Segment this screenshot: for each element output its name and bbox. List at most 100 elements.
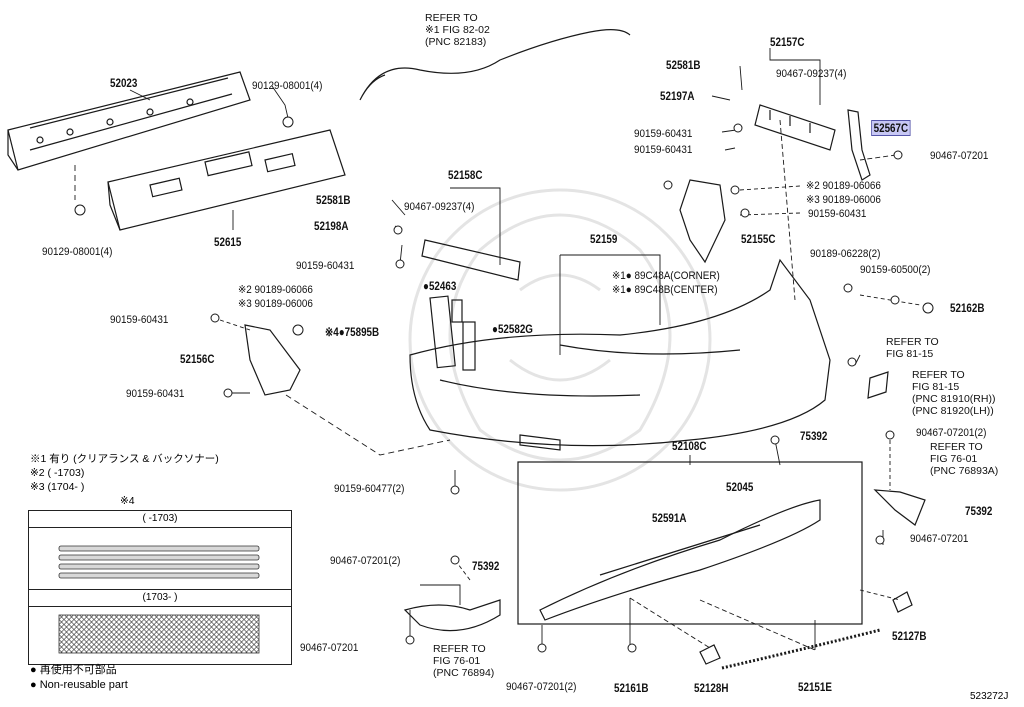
reinforcement-52023 bbox=[7, 71, 251, 171]
label-52045: 52045 bbox=[726, 480, 754, 494]
refer-81-15-b-line1: REFER TO bbox=[912, 369, 965, 381]
label-52567c-highlight: 52567C bbox=[871, 120, 911, 136]
refer-76-01-a-line3: (PNC 76893A) bbox=[930, 465, 999, 477]
legend-en: ● Non-reusable part bbox=[30, 679, 128, 691]
refer-wire-line3: (PNC 82183) bbox=[425, 36, 487, 48]
label-52127b: 52127B bbox=[892, 629, 927, 643]
refer-76-01-b-line1: REFER TO bbox=[433, 643, 486, 655]
label-52157c: 52157C bbox=[770, 35, 805, 49]
label-90189-06066-right: ※2 90189-06066 bbox=[806, 180, 881, 192]
label-52161b: 52161B bbox=[614, 681, 649, 695]
refer-81-15-b-line2: FIG 81-15 bbox=[912, 381, 960, 393]
label-90159-60431-d: 90159-60431 bbox=[808, 208, 867, 220]
label-90159-60431-e: 90159-60431 bbox=[110, 314, 169, 326]
box-52108c bbox=[517, 461, 863, 625]
cap-52128h bbox=[699, 644, 721, 665]
refer-wire-line1: REFER TO bbox=[425, 12, 478, 24]
label-52198a: 52198A bbox=[314, 219, 349, 233]
note-4: ※4 bbox=[120, 495, 135, 507]
refer-wire: REFER TO ※1 FIG 82-02 (PNC 82183) bbox=[425, 12, 490, 48]
refer-76-01-b-line3: (PNC 76894) bbox=[433, 667, 495, 679]
label-52591a: 52591A bbox=[652, 511, 687, 525]
cap-52127b bbox=[892, 591, 913, 613]
label-90189-06066-left: ※2 90189-06066 bbox=[238, 284, 313, 296]
label-52463: ●52463 bbox=[423, 279, 457, 293]
label-52023: 52023 bbox=[110, 76, 138, 90]
label-52582g: ●52582G bbox=[492, 322, 533, 336]
label-90129-top: 90129-08001(4) bbox=[252, 80, 323, 92]
label-52128h: 52128H bbox=[694, 681, 729, 695]
label-90159-60431-a: 90159-60431 bbox=[634, 128, 693, 140]
refer-81-15-a-line1: REFER TO bbox=[886, 336, 939, 348]
note-1: ※1 有り (クリアランス & バックソナー) bbox=[30, 453, 219, 465]
label-75895b: ※4●75895B bbox=[325, 325, 380, 339]
absorber-52615 bbox=[107, 129, 346, 231]
refer-wire-line2: ※1 FIG 82-02 bbox=[425, 24, 490, 36]
label-89c48b: ※1● 89C48B(CENTER) bbox=[612, 284, 718, 296]
reflector-75895b bbox=[429, 295, 456, 369]
variant-box: ( -1703) (1703- ) bbox=[28, 510, 292, 665]
refer-76-01-b: REFER TO FIG 76-01 (PNC 76894) bbox=[433, 643, 494, 679]
label-52581b-top: 52581B bbox=[666, 58, 701, 72]
pad-52463 bbox=[451, 299, 463, 323]
bracket-52158c bbox=[421, 239, 521, 281]
label-89c48a: ※1● 89C48A(CORNER) bbox=[612, 270, 720, 282]
refer-81-15-b-line3: (PNC 81910(RH)) bbox=[912, 393, 996, 405]
label-52156c: 52156C bbox=[180, 352, 215, 366]
label-90467-07201-c: 90467-07201 bbox=[300, 642, 359, 654]
label-75392-b: 75392 bbox=[965, 504, 993, 518]
label-90159-60431-c: 90159-60431 bbox=[296, 260, 355, 272]
label-52615: 52615 bbox=[214, 235, 242, 249]
notes: ※1 有り (クリアランス & バックソナー) ※2 ( -1703) ※3 (… bbox=[30, 452, 219, 508]
label-52581b-mid: 52581B bbox=[316, 193, 351, 207]
label-52162b: 52162B bbox=[950, 301, 985, 315]
fasteners bbox=[74, 116, 934, 653]
bracket-52156c bbox=[244, 324, 301, 396]
figure-id: 523272J bbox=[970, 691, 1009, 702]
refer-76-01-b-line2: FIG 76-01 bbox=[433, 655, 481, 667]
label-90159-60431-b: 90159-60431 bbox=[634, 144, 693, 156]
refer-76-01-a: REFER TO FIG 76-01 (PNC 76893A) bbox=[930, 441, 998, 477]
label-90189-06228: 90189-06228(2) bbox=[810, 248, 881, 260]
refer-81-15-a: REFER TO FIG 81-15 bbox=[886, 336, 939, 360]
label-52158c: 52158C bbox=[448, 168, 483, 182]
flap-right bbox=[873, 489, 926, 526]
label-90159-60477: 90159-60477(2) bbox=[334, 483, 405, 495]
refer-76-01-a-line2: FIG 76-01 bbox=[930, 453, 978, 465]
legend-jp: ● 再使用不可部品 bbox=[30, 664, 117, 676]
note-2: ※2 ( -1703) bbox=[30, 467, 85, 479]
label-90467-07201-a: 90467-07201 bbox=[930, 150, 989, 162]
variant-late-label: (1703- ) bbox=[29, 589, 291, 607]
refer-81-15-a-line2: FIG 81-15 bbox=[886, 348, 934, 360]
wire-harness bbox=[359, 29, 631, 101]
label-52197a: 52197A bbox=[660, 89, 695, 103]
label-90129-bottom: 90129-08001(4) bbox=[42, 246, 113, 258]
refer-81-15-b: REFER TO FIG 81-15 (PNC 81910(RH)) (PNC … bbox=[912, 369, 995, 417]
label-75392-c: 75392 bbox=[472, 559, 500, 573]
leader-lines bbox=[74, 48, 921, 651]
label-90159-60431-f: 90159-60431 bbox=[126, 388, 185, 400]
flap-left bbox=[403, 599, 501, 632]
note-3: ※3 (1704- ) bbox=[30, 481, 85, 493]
refer-81-15-b-line4: (PNC 81920(LH)) bbox=[912, 405, 994, 417]
variant-early-label: ( -1703) bbox=[29, 511, 291, 528]
garnish-52151e bbox=[721, 628, 881, 670]
diffuser-52045 bbox=[539, 499, 821, 621]
label-90467-07201-2-a: 90467-07201(2) bbox=[916, 427, 987, 439]
label-52567c: 52567C bbox=[871, 120, 911, 136]
label-90467-09237-top: 90467-09237(4) bbox=[776, 68, 847, 80]
reflex-lamp bbox=[867, 371, 889, 399]
bracket-52157c bbox=[754, 104, 836, 151]
label-90159-60500: 90159-60500(2) bbox=[860, 264, 931, 276]
label-90467-07201-b: 90467-07201 bbox=[910, 533, 969, 545]
variant-early-grille bbox=[58, 545, 260, 579]
label-90189-06006-right: ※3 90189-06006 bbox=[806, 194, 881, 206]
label-75392-a: 75392 bbox=[800, 429, 828, 443]
refer-76-01-a-line1: REFER TO bbox=[930, 441, 983, 453]
label-52151e: 52151E bbox=[798, 680, 832, 694]
bracket-52155c bbox=[679, 179, 726, 264]
label-90467-09237-mid: 90467-09237(4) bbox=[404, 201, 475, 213]
bracket-52567c bbox=[847, 109, 871, 181]
label-52108c: 52108C bbox=[672, 439, 707, 453]
